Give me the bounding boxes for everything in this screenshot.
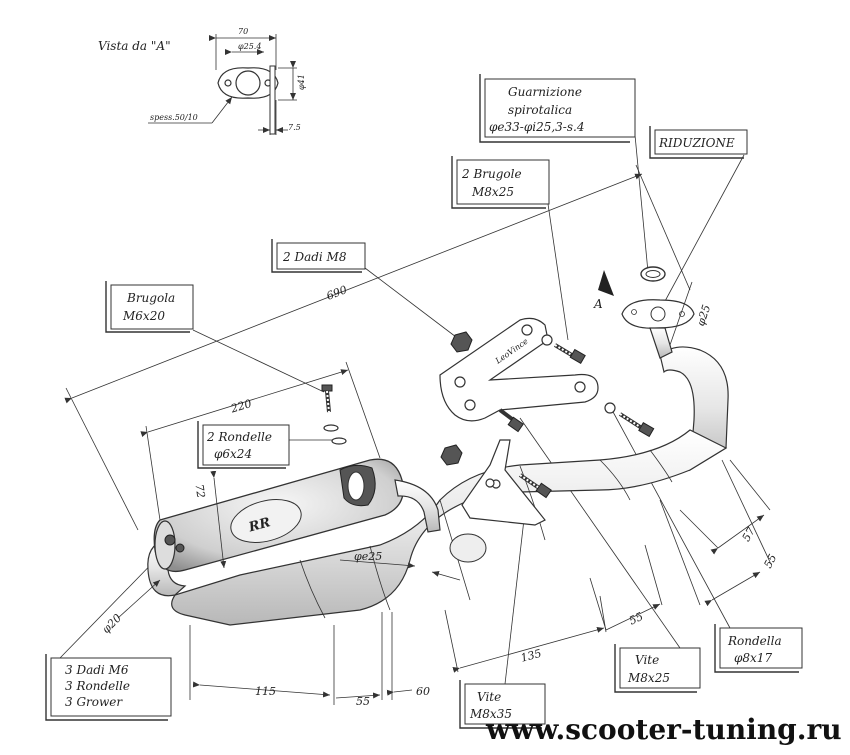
bracket-hole [454,376,466,388]
label-screw-m8x35: Vite M8x35 [459,501,546,729]
dim-silencer-length: 220 [228,397,253,416]
bolt-m6x20 [321,384,333,413]
svg-text:3 Grower: 3 Grower [65,695,123,709]
dim-outlet-diameter: φ20 [100,611,125,636]
silencer-logo-mark: RR [246,515,272,535]
bolt-m8x25 [553,343,586,365]
dim-seg-55a: 55 [356,695,370,708]
label-reduction: RIDUZIONE [649,126,748,304]
dim-seg-55b: 55 [627,610,645,628]
bracket-hole [464,399,476,411]
svg-text:M6x20: M6x20 [122,309,165,323]
nut-m8 [450,331,473,353]
exhaust-pipe: RR [147,346,729,626]
svg-text:φ6x24: φ6x24 [214,447,252,461]
flange-side-view [269,65,276,135]
flange-hole-left [224,79,232,87]
dim-view-bore: φ25.4 [238,42,261,51]
flange-bore [235,70,261,96]
washer [604,402,616,414]
svg-text:M8x25: M8x25 [627,671,670,685]
dim-silencer-diameter: 72 [193,483,208,499]
svg-text:RIDUZIONE: RIDUZIONE [658,136,735,150]
washer [485,478,495,488]
svg-text:M8x35: M8x35 [469,707,512,721]
chamber-logo-badge [449,533,487,563]
svg-text:Rondella: Rondella [727,634,782,648]
dim-link-diameter: φe25 [354,550,382,563]
bolt-m8x35 [518,473,552,499]
view-a-arrow [598,270,614,296]
dim-seg-135: 135 [519,647,543,665]
dim-view-height: φ41 [297,74,306,90]
dim-seg-115: 115 [255,685,276,698]
silencer-end-cap [154,520,176,570]
view-a-detail: Vista da "A" 70 φ25.4 φ41 7.5 spess.50/1… [98,27,306,135]
svg-text:3 Dadi M6: 3 Dadi M6 [65,663,129,677]
svg-text:Brugola: Brugola [126,291,175,305]
svg-text:Guarnizione: Guarnizione [508,85,582,99]
silencer-nut [175,543,185,553]
svg-text:Vite: Vite [477,690,501,704]
label-hex-bolt-m6: Brugola M6x20 [105,281,325,393]
svg-text:2 Brugole: 2 Brugole [461,167,522,181]
label-nuts-m6-group: 3 Dadi M6 3 Rondelle 3 Grower [45,546,172,721]
label-screw-m8x25: Vite M8x25 [519,417,701,693]
label-washers-6x24: 2 Rondelle φ6x24 [197,421,332,469]
view-a-title: Vista da "A" [98,39,171,53]
svg-text:φ8x17: φ8x17 [734,651,772,665]
label-hex-bolts-m8: 2 Brugole M8x25 [451,156,569,341]
dim-seg-57: 57 [740,525,758,544]
view-a-marker: A [593,297,603,311]
note-thickness: spess.50/10 [150,113,198,122]
dim-view-width: 70 [238,27,248,36]
washer [541,334,553,346]
svg-text:Vite: Vite [635,653,659,667]
bolt-m8x25 [618,412,655,438]
link-pipe [394,479,441,533]
dim-view-thickness: 7.5 [288,123,301,132]
svg-text:2 Rondelle: 2 Rondelle [206,430,272,444]
svg-text:M8x25: M8x25 [471,185,514,199]
bracket-hole [521,324,533,336]
dim-seg-55c: 55 [761,552,779,570]
silencer-logo-badge [230,499,302,543]
label-nuts-m8: 2 Dadi M8 [271,239,461,341]
svg-text:spirotalica: spirotalica [508,103,572,117]
washer-6x24 [331,437,347,445]
dim-seg-60: 60 [416,685,430,698]
svg-text:φe33-φi25,3-s.4: φe33-φi25,3-s.4 [489,120,584,134]
lower-bracket [461,439,546,526]
dim-overall-length: 690 [325,283,349,303]
label-gasket: Guarnizione spirotalica φe33-φi25,3-s.4 [479,74,649,273]
washer-6x24 [323,424,339,432]
svg-text:2 Dadi M8: 2 Dadi M8 [282,250,347,264]
bracket-hole [574,381,586,393]
nut-m8 [440,444,463,466]
inlet-stub [649,327,673,359]
dim-inlet-diameter: φ25 [694,303,713,328]
website-url: www.scooter-tuning.ru [486,713,842,746]
silencer-nut [164,534,176,546]
svg-text:3 Rondelle: 3 Rondelle [65,679,130,693]
dimension-lines: 690 220 72 φ25 φ20 φe25 115 55 60 135 [64,164,779,708]
bolt-m8x35 [498,408,524,433]
